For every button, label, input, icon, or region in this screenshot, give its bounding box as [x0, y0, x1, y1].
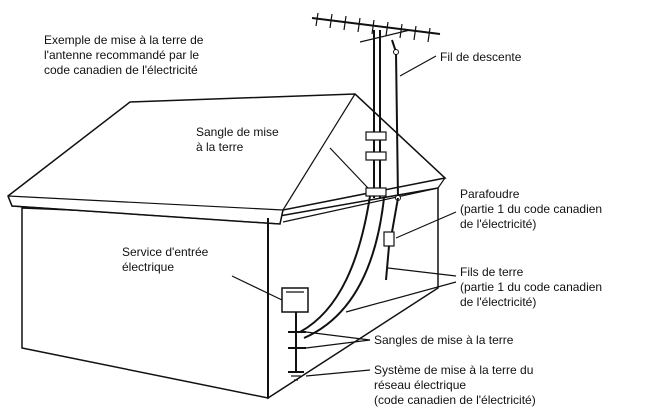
mast-clamp-1: [365, 131, 387, 141]
label-systeme-mise: Système de mise à la terre du réseau éle…: [374, 363, 537, 407]
title-line-2: l'antenne recommandé par le: [44, 48, 199, 62]
roof-eave: [7, 195, 284, 225]
ground-wires: [299, 195, 385, 339]
house: [7, 93, 447, 400]
title-line-3: code canadien de l'électricité: [44, 63, 198, 77]
lead-in-wire: [383, 39, 401, 281]
label-sangle-mise: Sangle de mise à la terre: [196, 125, 282, 154]
antenna-mast: [365, 30, 387, 198]
label-parafoudre: Parafoudre (partie 1 du code canadien de…: [460, 187, 605, 231]
lightning-arrester: [383, 231, 395, 247]
title-text: Exemple de mise à la terre de l'antenne …: [44, 33, 207, 77]
service-entrance: [281, 287, 309, 381]
label-service-entree: Service d'entrée électrique: [122, 245, 212, 274]
label-sangles-mise: Sangles de mise à la terre: [374, 333, 514, 347]
label-fils-terre: Fils de terre (partie 1 du code canadien…: [460, 265, 605, 309]
leader-lines: [231, 55, 457, 377]
mast-clamp-3: [365, 187, 387, 197]
title-line-1: Exemple de mise à la terre de: [44, 33, 204, 47]
house-left-wall: [21, 207, 269, 399]
mast-clamp-2: [365, 151, 387, 161]
label-fil-descente: Fil de descente: [440, 50, 522, 64]
antenna: [311, 12, 441, 43]
